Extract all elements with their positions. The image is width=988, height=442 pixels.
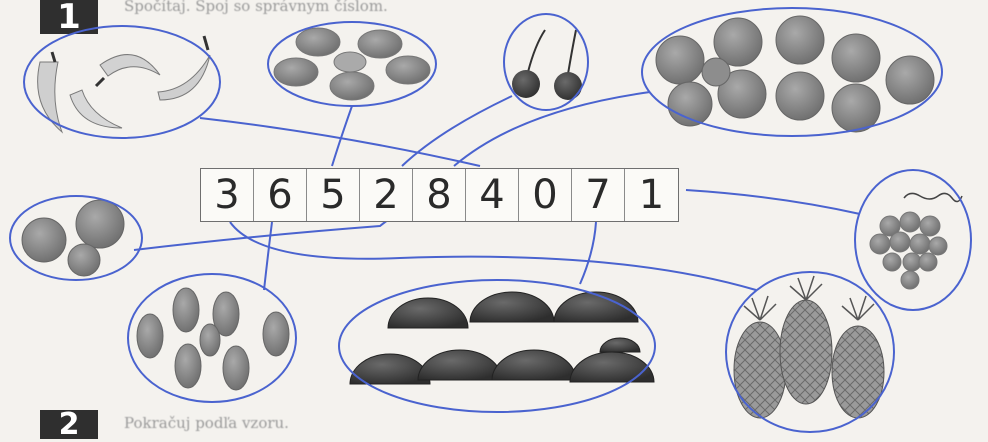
exercise-2-instruction: Pokračuj podľa vzoru. [124, 414, 289, 432]
line-grapes-to-1 [686, 190, 860, 214]
line-cherry-to-2 [402, 96, 512, 166]
number-cell[interactable]: 5 [307, 169, 360, 221]
line-lemon-to-6 [332, 106, 352, 166]
grapes-group [855, 170, 971, 310]
line-apple-to-3 [134, 220, 388, 250]
number-cell[interactable]: 7 [572, 169, 625, 221]
cherry-group [504, 14, 588, 110]
exercise-2-number-badge: 2 [40, 410, 98, 439]
number-cell[interactable]: 6 [254, 169, 307, 221]
banana-group [24, 26, 220, 138]
plum-group [128, 274, 296, 402]
line-watermelon-to-7 [580, 222, 596, 284]
number-cell[interactable]: 0 [519, 169, 572, 221]
line-orange-to-8 [454, 92, 650, 166]
number-cell[interactable]: 8 [413, 169, 466, 221]
watermelon-group [339, 280, 655, 412]
pineapple-group [726, 272, 894, 432]
line-plum-to-6 [264, 222, 272, 290]
cherry-circle [504, 14, 588, 110]
number-cell[interactable]: 4 [466, 169, 519, 221]
number-cell[interactable]: 1 [625, 169, 678, 221]
lemon-group [268, 22, 436, 106]
apple-group [10, 196, 142, 280]
number-cell[interactable]: 2 [360, 169, 413, 221]
orange-group [642, 8, 942, 136]
number-cell[interactable]: 3 [201, 169, 254, 221]
banana-icon [38, 36, 210, 132]
